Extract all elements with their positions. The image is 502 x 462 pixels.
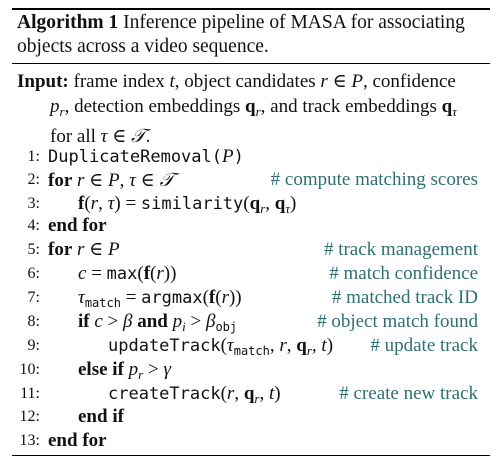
line-number-12: 12: [19, 408, 40, 425]
algorithm-line-4: 4: end for [0, 214, 490, 238]
caption-text: Inference pipeline of MASA for associati… [17, 12, 465, 57]
line-comment-2: # compute matching scores [270, 169, 478, 190]
line-number-6: 6: [27, 265, 40, 282]
caption-label: Algorithm 1 [17, 12, 119, 33]
line-code-10: else if pr > γ [78, 359, 171, 382]
line-comment-7: # matched track ID [331, 287, 478, 308]
line-comment-9: # update track [370, 335, 478, 356]
input-block: Input: frame index t, object candidates … [17, 69, 489, 149]
line-comment-5: # track management [323, 239, 478, 260]
line-number-5: 5: [27, 241, 40, 258]
algorithm-caption: Algorithm 1 Inference pipeline of MASA f… [17, 11, 487, 59]
line-number-11: 11: [20, 385, 40, 402]
line-code-2: for r ∈ P, τ ∈ 𝒯 [48, 169, 175, 191]
line-number-7: 7: [27, 289, 40, 306]
line-comment-11: # create new track [339, 383, 478, 404]
line-code-12: end if [78, 406, 124, 427]
line-code-4: end for [48, 215, 107, 236]
algorithm-line-1: 1: DuplicateRemoval(P) [0, 145, 490, 169]
line-code-11: createTrack(r, qr, t) [108, 383, 281, 406]
line-code-7: τmatch = argmax(f(r)) [78, 287, 242, 310]
algorithm-line-10: 10: else if pr > γ [0, 358, 490, 382]
algorithm-line-9: 9: updateTrack(τmatch, r, qr, t) # updat… [0, 334, 490, 358]
algorithm-line-3: 3: f(r, τ) = similarity(qr, qτ) [0, 192, 490, 216]
line-comment-8: # object match found [317, 311, 478, 332]
algorithm-line-13: 13: end for [0, 429, 490, 453]
caption-rule [12, 63, 490, 64]
line-number-1: 1: [27, 148, 40, 165]
algorithm-line-8: 8: if c > β and pi > βobj # object match… [0, 310, 490, 334]
line-code-13: end for [48, 430, 107, 451]
bottom-rule [12, 455, 490, 456]
line-code-8: if c > β and pi > βobj [78, 311, 238, 334]
line-number-8: 8: [27, 313, 40, 330]
algorithm-line-7: 7: τmatch = argmax(f(r)) # matched track… [0, 286, 490, 310]
line-code-6: c = max(f(r)) [78, 263, 177, 284]
input-label: Input: [17, 71, 69, 92]
line-number-3: 3: [27, 195, 40, 212]
line-code-3: f(r, τ) = similarity(qr, qτ) [78, 193, 297, 216]
algorithm-line-6: 6: c = max(f(r)) # match confidence [0, 262, 490, 286]
line-number-9: 9: [27, 337, 40, 354]
line-number-10: 10: [19, 361, 40, 378]
input-text: frame index t, object candidates r ∈ P, … [50, 71, 457, 147]
algorithm-line-12: 12: end if [0, 405, 490, 429]
line-number-13: 13: [19, 432, 40, 449]
algorithm-line-11: 11: createTrack(r, qr, t) # create new t… [0, 382, 490, 406]
line-code-1: DuplicateRemoval(P) [48, 146, 244, 167]
line-comment-6: # match confidence [329, 263, 478, 284]
top-rule [12, 8, 490, 10]
line-number-4: 4: [27, 217, 40, 234]
algorithm-line-2: 2: for r ∈ P, τ ∈ 𝒯 # compute matching s… [0, 168, 490, 192]
line-code-9: updateTrack(τmatch, r, qr, t) [108, 335, 334, 358]
line-number-2: 2: [27, 171, 40, 188]
algorithm-line-5: 5: for r ∈ P # track management [0, 238, 490, 262]
line-code-5: for r ∈ P [48, 239, 120, 260]
